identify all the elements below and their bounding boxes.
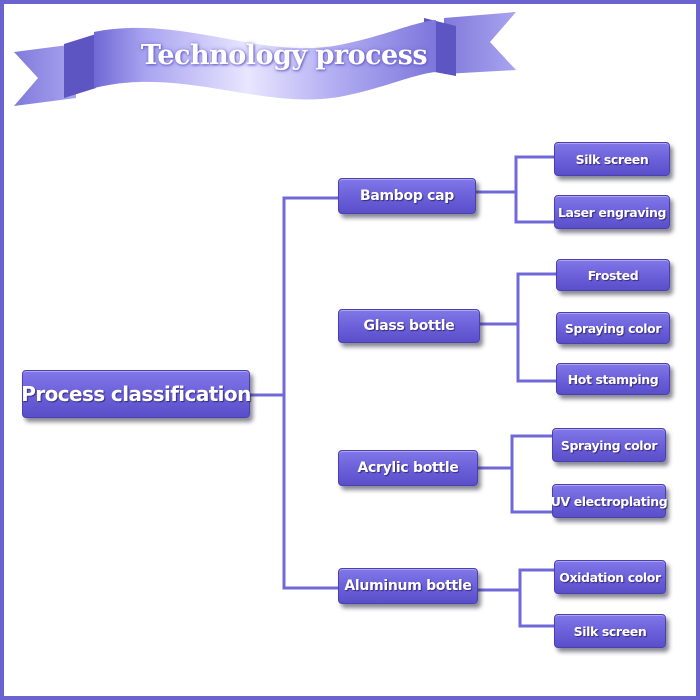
connector-lines bbox=[246, 155, 558, 628]
leaf-node-frosted: Frosted bbox=[556, 259, 670, 291]
category-node-acrylic-bottle: Acrylic bottle bbox=[338, 450, 478, 486]
leaf-node-spraying-color: Spraying color bbox=[552, 428, 666, 462]
category-node-aluminum-bottle: Aluminum bottle bbox=[338, 568, 478, 604]
leaf-node-hot-stamping: Hot stamping bbox=[556, 363, 670, 395]
banner-title: Technology process bbox=[140, 40, 428, 71]
root-node: Process classification bbox=[21, 370, 251, 418]
category-node-bambop-cap: Bambop cap bbox=[338, 178, 476, 214]
leaf-node-silk-screen: Silk screen bbox=[554, 614, 666, 648]
ribbon-banner bbox=[14, 12, 516, 106]
leaf-node-silk-screen: Silk screen bbox=[554, 142, 670, 176]
leaf-node-laser-engraving: Laser engraving bbox=[554, 195, 670, 229]
leaf-node-spraying-color: Spraying color bbox=[556, 312, 670, 344]
leaf-node-oxidation-color: Oxidation color bbox=[554, 560, 666, 594]
leaf-node-uv-electroplating: UV electroplating bbox=[551, 484, 668, 518]
category-node-glass-bottle: Glass bottle bbox=[338, 309, 480, 343]
